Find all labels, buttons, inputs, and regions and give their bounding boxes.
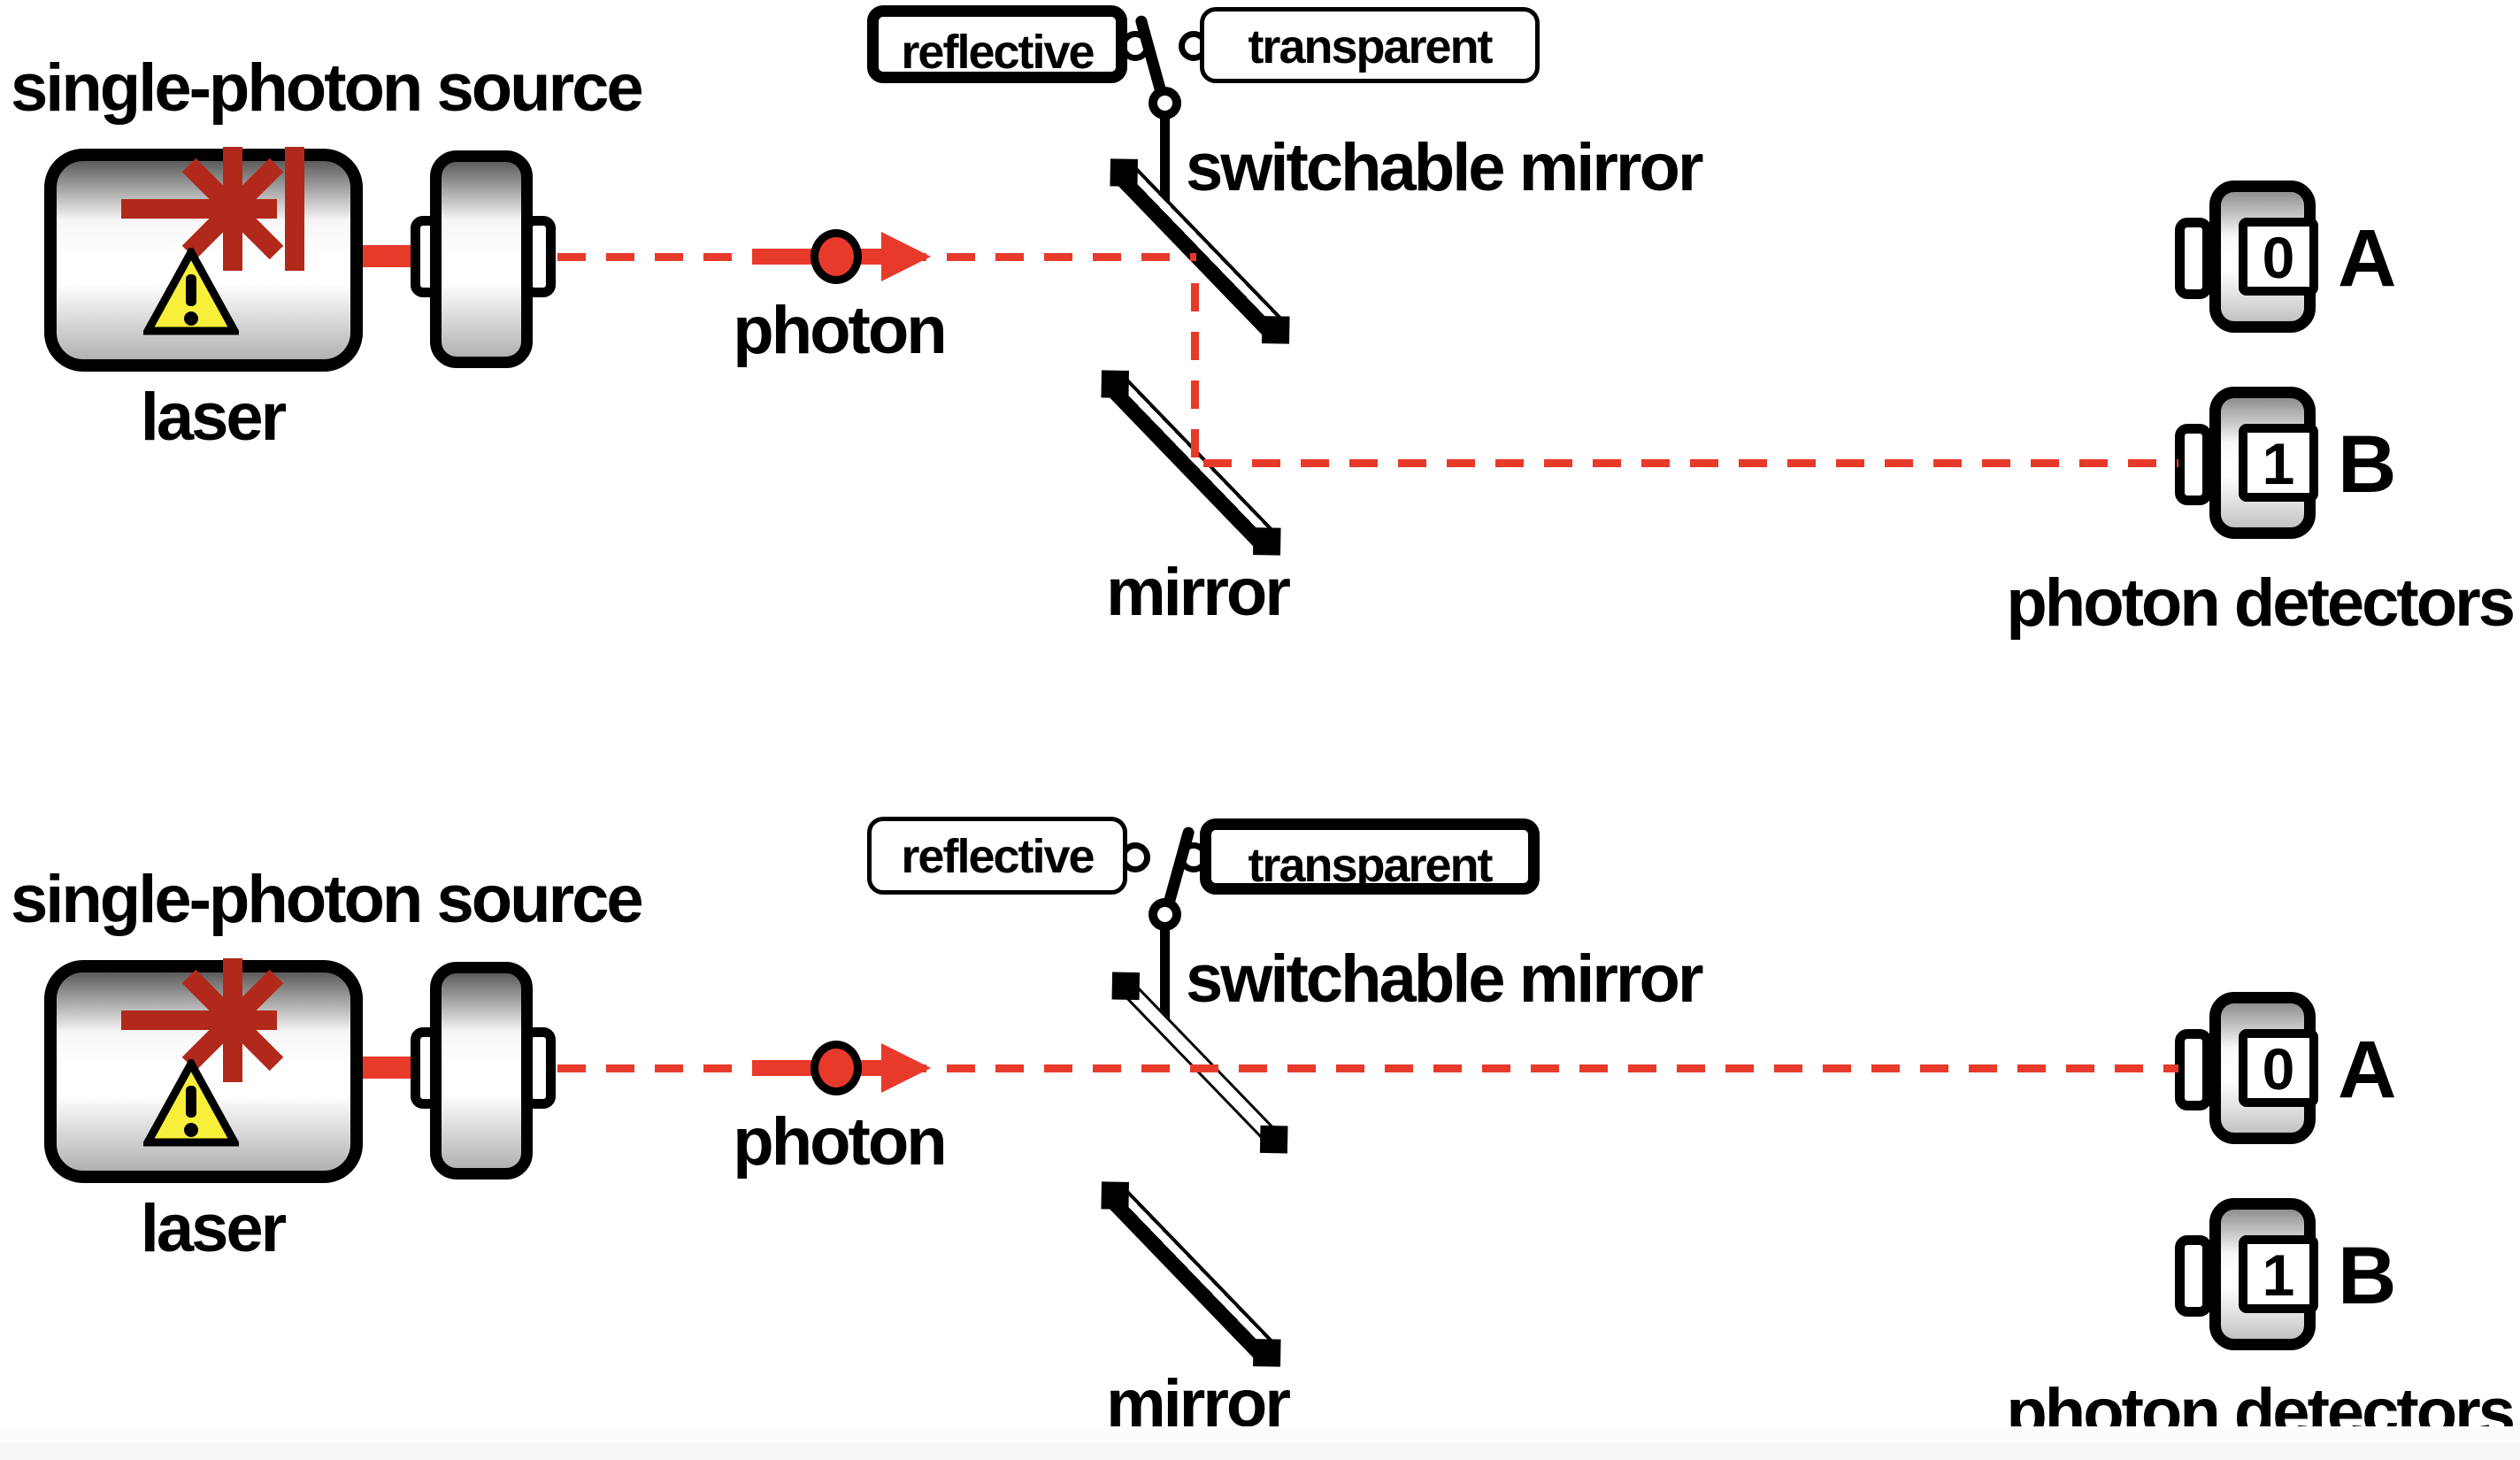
switchable-mirror-label: switchable mirror bbox=[1186, 941, 1704, 1017]
reflective-option: reflective bbox=[867, 5, 1127, 83]
fixed-mirror-icon bbox=[1101, 1182, 1281, 1366]
page-bottom-band-edge bbox=[0, 1443, 2520, 1460]
source-title: single-photon source bbox=[11, 862, 644, 937]
photon-beam-to-detector bbox=[1203, 459, 2178, 467]
panel-reflective-mode: single-photon source laser photon ref bbox=[0, 0, 2520, 811]
detectors-label: photon detectors bbox=[2006, 565, 2516, 641]
mirror-label: mirror bbox=[1106, 555, 1291, 630]
warning-triangle-icon bbox=[143, 248, 239, 335]
photon-beam-vertical bbox=[1191, 283, 1199, 460]
detector-a-readout: 0 bbox=[2239, 1029, 2318, 1107]
mirror-stem bbox=[1160, 926, 1170, 1026]
mirror-stem bbox=[1160, 115, 1170, 214]
warning-triangle-icon bbox=[143, 1059, 239, 1147]
laser-label: laser bbox=[140, 380, 288, 455]
switchable-mirror-label: switchable mirror bbox=[1186, 130, 1704, 205]
transparent-option: transparent bbox=[1200, 7, 1540, 83]
detector-a-aperture-tab bbox=[2175, 218, 2212, 299]
detector-b-label: B bbox=[2338, 419, 2396, 510]
detector-b-readout: 1 bbox=[2239, 424, 2318, 502]
attenuator-body bbox=[430, 150, 533, 368]
detector-b-readout: 1 bbox=[2239, 1235, 2318, 1313]
detector-a-label: A bbox=[2338, 1025, 2396, 1115]
detector-a-readout: 0 bbox=[2239, 218, 2318, 296]
detector-b-label: B bbox=[2338, 1231, 2396, 1321]
source-title: single-photon source bbox=[11, 50, 644, 126]
page-bottom-band bbox=[0, 1426, 2520, 1443]
transparent-option: transparent bbox=[1200, 818, 1540, 895]
photon-arrow-head bbox=[881, 232, 931, 281]
photon-arrow-head bbox=[881, 1043, 931, 1093]
photon-beam-straight bbox=[557, 1064, 2178, 1072]
switch-pivot-icon bbox=[1149, 898, 1181, 931]
detector-a-aperture-tab bbox=[2175, 1029, 2212, 1110]
switch-pivot-icon bbox=[1149, 87, 1181, 119]
detector-b-aperture-tab bbox=[2175, 1235, 2212, 1317]
attenuator-body bbox=[430, 962, 533, 1180]
photon-label: photon bbox=[733, 293, 947, 368]
photon-dot bbox=[811, 229, 862, 284]
photon-dot bbox=[811, 1041, 862, 1095]
reflective-option: reflective bbox=[867, 817, 1127, 895]
photon-label: photon bbox=[733, 1104, 947, 1180]
panel-transparent-mode: single-photon source laser photon reflec… bbox=[0, 811, 2520, 1460]
detector-a-label: A bbox=[2338, 213, 2396, 304]
detector-b-aperture-tab bbox=[2175, 424, 2212, 505]
laser-star-icon bbox=[285, 147, 304, 271]
laser-label: laser bbox=[140, 1191, 288, 1266]
